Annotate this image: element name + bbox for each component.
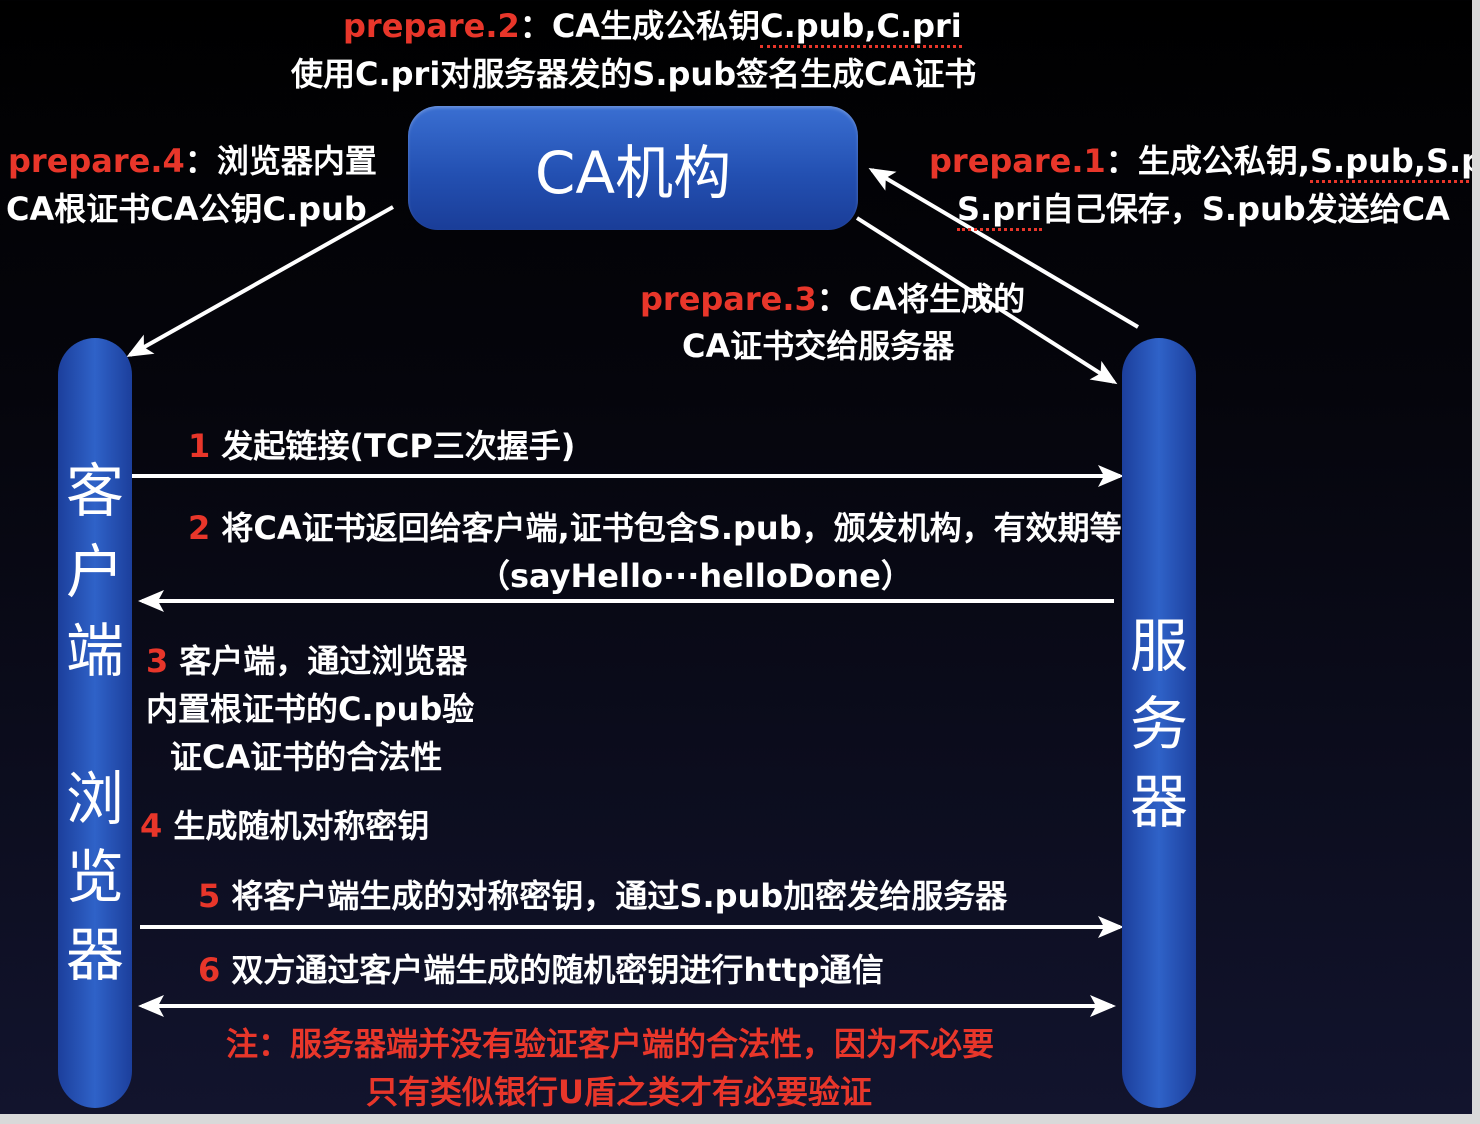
step2-sub: （sayHello···helloDone） [478, 557, 913, 595]
prep2-line2: 使用C.pri对服务器发的S.pub签名生成CA证书 [291, 55, 977, 93]
prep4-line1: prepare.4：浏览器内置 [8, 145, 377, 177]
prep1-line1: prepare.1：生成公私钥,S.pub,S.pri [929, 142, 1480, 183]
prep3-line1-text: CA将生成的 [848, 280, 1026, 318]
client-browser-pillar [58, 338, 132, 1108]
step3-line3: 证CA证书的合法性 [170, 738, 443, 776]
client-char-5: 览 [66, 843, 125, 911]
prep4-line1-text: 浏览器内置 [216, 142, 377, 180]
server-char-3: 器 [1130, 768, 1189, 836]
prep3-sep: ： [816, 280, 849, 318]
prep1-line2-a: S.pri [957, 190, 1042, 231]
prep2-sep: ： [519, 7, 552, 45]
step1-number: 1 [188, 427, 211, 465]
prep2-line1-b: C.pub,C.pri [760, 7, 962, 48]
step4-label: 4 生成随机对称密钥 [140, 810, 429, 842]
step2-number: 2 [188, 509, 211, 547]
prep3-line1: prepare.3：CA将生成的 [640, 283, 1025, 315]
client-char-1: 客 [66, 457, 125, 525]
prep4-sep: ： [184, 142, 217, 180]
client-char-2: 户 [66, 538, 125, 606]
prep1-tag: prepare.1 [929, 142, 1106, 180]
step6-label: 6 双方通过客户端生成的随机密钥进行http通信 [198, 954, 884, 986]
step1-text: 发起链接(TCP三次握手) [221, 427, 576, 465]
prep1-sep: ： [1105, 142, 1138, 180]
server-char-2: 务 [1130, 690, 1189, 758]
ca-authority-label: CA机构 [534, 139, 732, 207]
prep2-line1: prepare.2：CA生成公私钥C.pub,C.pri [343, 7, 962, 48]
client-char-4: 浏 [66, 765, 125, 833]
right-edge-border [1472, 0, 1480, 1124]
note-line2: 只有类似银行U盾之类才有必要验证 [366, 1073, 872, 1111]
note-line1: 注：服务器端并没有验证客户端的合法性，因为不必要 [226, 1025, 995, 1063]
client-char-6: 器 [66, 921, 125, 989]
prep1-line2-b: 自己保存，S.pub发送给CA [1041, 190, 1450, 228]
server-pillar [1122, 338, 1196, 1108]
prep3-tag: prepare.3 [640, 280, 817, 318]
arrow-prep4-ca-to-client [126, 205, 394, 357]
server-char-1: 服 [1130, 612, 1189, 680]
prep1-line2: S.pri自己保存，S.pub发送给CA [957, 190, 1450, 231]
step5-label: 5 将客户端生成的对称密钥，通过S.pub加密发给服务器 [198, 880, 1007, 912]
step3-line1-text: 客户端，通过浏览器 [179, 642, 468, 680]
step6-text: 双方通过客户端生成的随机密钥进行http通信 [231, 951, 884, 989]
prep2-tag: prepare.2 [343, 7, 520, 45]
prep4-tag: prepare.4 [8, 142, 185, 180]
prep2-line1-a: CA生成公私钥 [551, 7, 761, 45]
step6-number: 6 [198, 951, 221, 989]
bottom-edge-border [0, 1114, 1480, 1124]
step2-text: 将CA证书返回给客户端,证书包含S.pub，颁发机构，有效期等 [221, 509, 1122, 547]
prep4-line2: CA根证书CA公钥C.pub [6, 190, 367, 228]
step1-label: 1 发起链接(TCP三次握手) [188, 430, 575, 462]
prep1-line1-a: 生成公私钥, [1137, 142, 1310, 180]
prep1-line1-b: S.pub,S.pri [1309, 142, 1480, 183]
step5-number: 5 [198, 877, 221, 915]
client-char-3: 端 [66, 617, 125, 685]
arrow-prep3-ca-to-server [855, 216, 1118, 385]
ca-authority-box: CA机构 [408, 106, 858, 230]
step5-text: 将客户端生成的对称密钥，通过S.pub加密发给服务器 [231, 877, 1008, 915]
step3-number: 3 [146, 642, 169, 680]
step3-line2: 内置根证书的C.pub验 [146, 690, 475, 728]
step3-line1: 3 客户端，通过浏览器 [146, 645, 467, 677]
step4-number: 4 [140, 807, 163, 845]
step2-label: 2 将CA证书返回给客户端,证书包含S.pub，颁发机构，有效期等 [188, 512, 1122, 544]
prep3-line2: CA证书交给服务器 [682, 327, 955, 365]
step4-text: 生成随机对称密钥 [173, 807, 430, 845]
arrow-prep1-server-to-ca [868, 167, 1140, 329]
